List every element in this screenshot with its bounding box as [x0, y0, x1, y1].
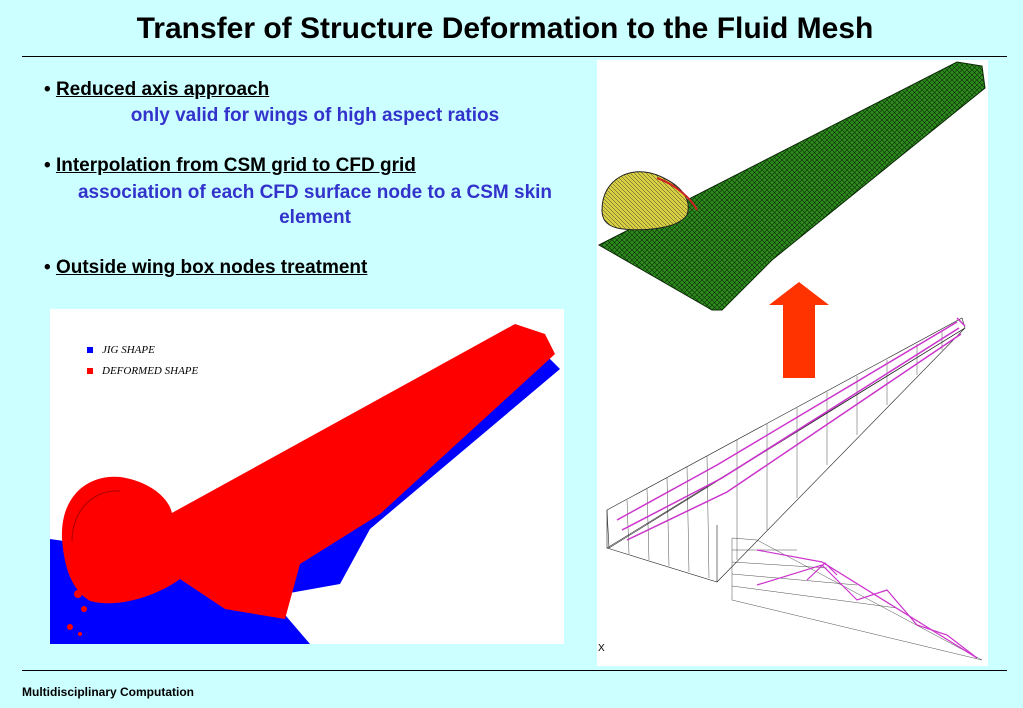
up-arrow-icon — [769, 282, 829, 378]
wing-deformation-illustration — [50, 324, 560, 644]
deformation-figure: JIG SHAPE DEFORMED SHAPE — [50, 309, 564, 644]
legend-swatch-red — [87, 368, 93, 374]
bullet-2-heading: Interpolation from CSM grid to CFD grid — [55, 155, 416, 176]
title-divider — [22, 56, 1007, 57]
mesh-illustration — [597, 61, 986, 661]
bullet-2: • Interpolation from CSM grid to CFD gri… — [44, 155, 416, 177]
mesh-figure: X — [597, 60, 988, 666]
bullet-2-detail: association of each CFD surface node to … — [77, 182, 553, 228]
bullet-marker: • — [44, 257, 51, 278]
bullet-1-heading: Reduced axis approach — [55, 79, 270, 100]
bullet-marker: • — [44, 79, 51, 100]
bullet-marker: • — [44, 155, 51, 176]
bullet-3: • Outside wing box nodes treatment — [44, 257, 367, 279]
legend-swatch-blue — [87, 347, 93, 353]
axis-label: X — [598, 643, 605, 654]
legend-label: JIG SHAPE — [102, 344, 155, 356]
footer-divider — [22, 670, 1007, 671]
legend-item-jig: JIG SHAPE — [87, 344, 155, 356]
bullet-1-detail: only valid for wings of high aspect rati… — [130, 105, 500, 126]
footer-text: Multidisciplinary Computation — [22, 685, 195, 699]
slide-title: Transfer of Structure Deformation to the… — [136, 12, 874, 45]
bullet-1: • Reduced axis approach — [44, 79, 269, 101]
bullet-3-heading: Outside wing box nodes treatment — [55, 257, 368, 278]
legend-label: DEFORMED SHAPE — [102, 365, 199, 377]
legend-item-deformed: DEFORMED SHAPE — [87, 365, 198, 377]
